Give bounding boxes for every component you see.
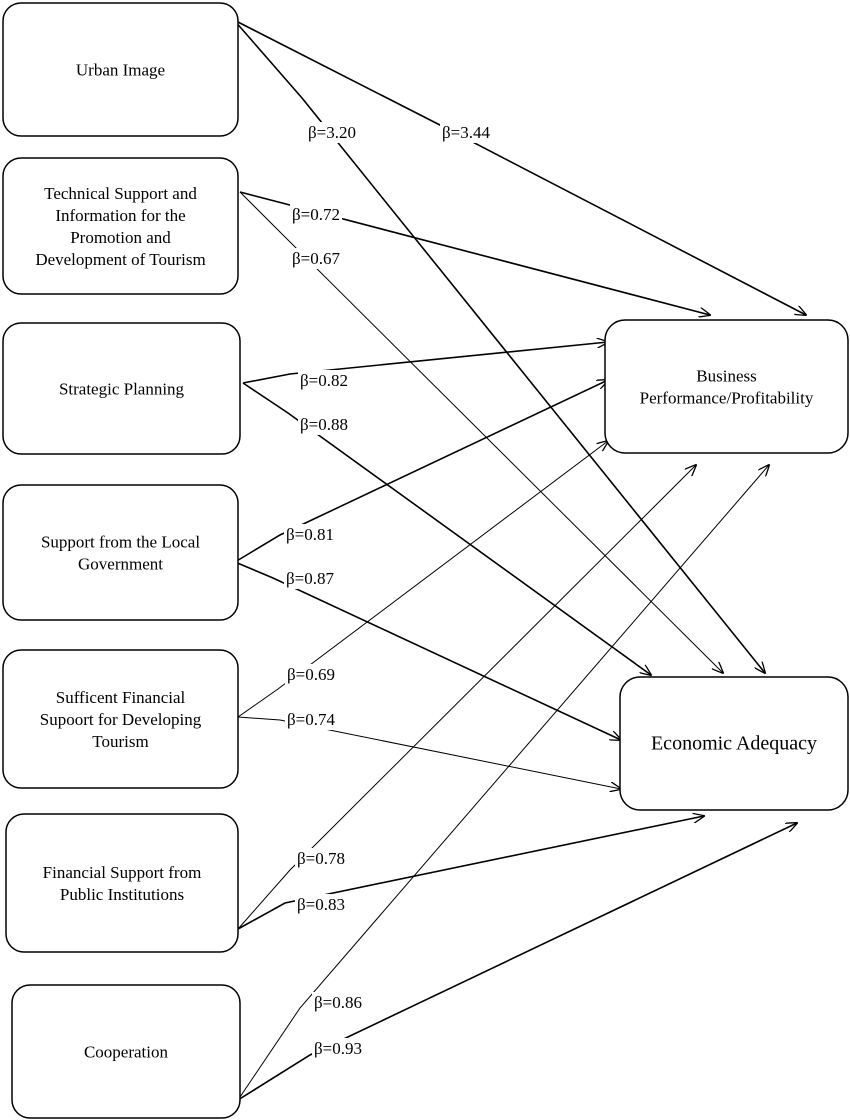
label-background: [290, 204, 342, 225]
label-background: [290, 248, 343, 269]
path-coefficient-label: β=0.87: [286, 569, 334, 588]
box-outline: [619, 676, 849, 811]
label-background: [285, 664, 337, 685]
box-outline: [604, 319, 849, 454]
label-background: [306, 122, 358, 143]
box-label-line: Supoort for Developing: [40, 710, 202, 729]
path-coefficient-label: β=0.67: [292, 249, 340, 268]
path-coefficient-label: β=0.83: [297, 895, 345, 914]
box-label-line: Public Institutions: [60, 885, 184, 904]
construct-box-strategic-planning: Strategic Planning: [2, 322, 241, 455]
box-label-line: Development of Tourism: [35, 250, 205, 269]
label-background: [295, 894, 347, 915]
path-arrow-local-government-to-business-performance: [234, 380, 608, 563]
path-arrow-technical-support-to-economic-adequacy: [239, 191, 723, 673]
box-label-line: Strategic Planning: [59, 380, 185, 399]
box-label-line: Promotion and: [70, 228, 171, 247]
box-label-line: Urban Image: [76, 61, 165, 80]
box-label-line: Technical Support and: [44, 184, 197, 203]
box-outline: [2, 157, 239, 295]
box-label-line: Economic Adequacy: [651, 733, 817, 755]
path-arrow-financial-support-to-business-performance: [237, 441, 608, 718]
path-arrow-public-institutions-to-business-performance: [237, 465, 696, 930]
label-background: [298, 370, 350, 391]
path-coefficient-label: β=0.93: [314, 1039, 362, 1058]
path-arrow-public-institutions-to-economic-adequacy: [237, 816, 704, 930]
box-label-line: Performance/Profitability: [640, 389, 814, 408]
label-background: [284, 524, 336, 545]
path-coefficient-label: β=3.20: [308, 123, 356, 142]
box-label-line: Government: [78, 555, 163, 574]
label-background: [284, 568, 337, 589]
path-coefficient-label: β=0.81: [286, 525, 334, 544]
path-arrow-technical-support-to-business-performance: [239, 191, 710, 315]
box-outline: [2, 484, 239, 621]
path-coefficient-label: β=0.82: [300, 371, 348, 390]
box-outline: [5, 813, 239, 953]
path-arrow-financial-support-to-economic-adequacy: [237, 716, 621, 789]
path-arrow-cooperation-to-economic-adequacy: [237, 823, 797, 1101]
path-coefficient-label: β=0.86: [314, 993, 362, 1012]
path-arrow-cooperation-to-business-performance: [237, 465, 769, 1101]
box-outline: [2, 649, 239, 789]
label-background: [298, 414, 350, 435]
label-background: [312, 1038, 364, 1059]
box-label-line: Business: [696, 367, 756, 386]
path-arrow-urban-image-to-economic-adequacy: [233, 19, 765, 673]
path-coefficient-label: β=0.74: [287, 710, 335, 729]
label-background: [440, 122, 493, 143]
label-background: [295, 848, 347, 869]
box-outline: [2, 322, 241, 455]
path-arrow-strategic-planning-to-economic-adequacy: [242, 382, 651, 675]
box-label-line: Sufficent Financial: [56, 688, 186, 707]
box-label-line: Support from the Local: [41, 533, 200, 552]
label-background: [285, 709, 338, 730]
box-label-line: Tourism: [92, 732, 148, 751]
path-coefficient-label: β=0.72: [292, 205, 340, 224]
path-coefficient-label: β=0.78: [297, 849, 345, 868]
box-label-line: Cooperation: [84, 1043, 169, 1062]
path-coefficient-label: β=0.88: [300, 415, 348, 434]
construct-box-cooperation: Cooperation: [11, 984, 241, 1119]
path-arrow-local-government-to-economic-adequacy: [234, 561, 621, 740]
construct-box-urban-image: Urban Image: [2, 2, 239, 137]
path-coefficient-label: β=0.69: [287, 665, 335, 684]
box-outline: [11, 984, 241, 1119]
box-outline: [2, 2, 239, 137]
construct-box-economic-adequacy: Economic Adequacy: [619, 676, 849, 811]
path-arrow-strategic-planning-to-business-performance: [242, 342, 608, 384]
box-label-line: Financial Support from: [43, 863, 202, 882]
label-background: [312, 992, 364, 1013]
box-label-line: Information for the: [55, 206, 185, 225]
path-coefficient-label: β=3.44: [442, 123, 490, 142]
path-arrow-urban-image-to-business-performance: [233, 19, 806, 315]
